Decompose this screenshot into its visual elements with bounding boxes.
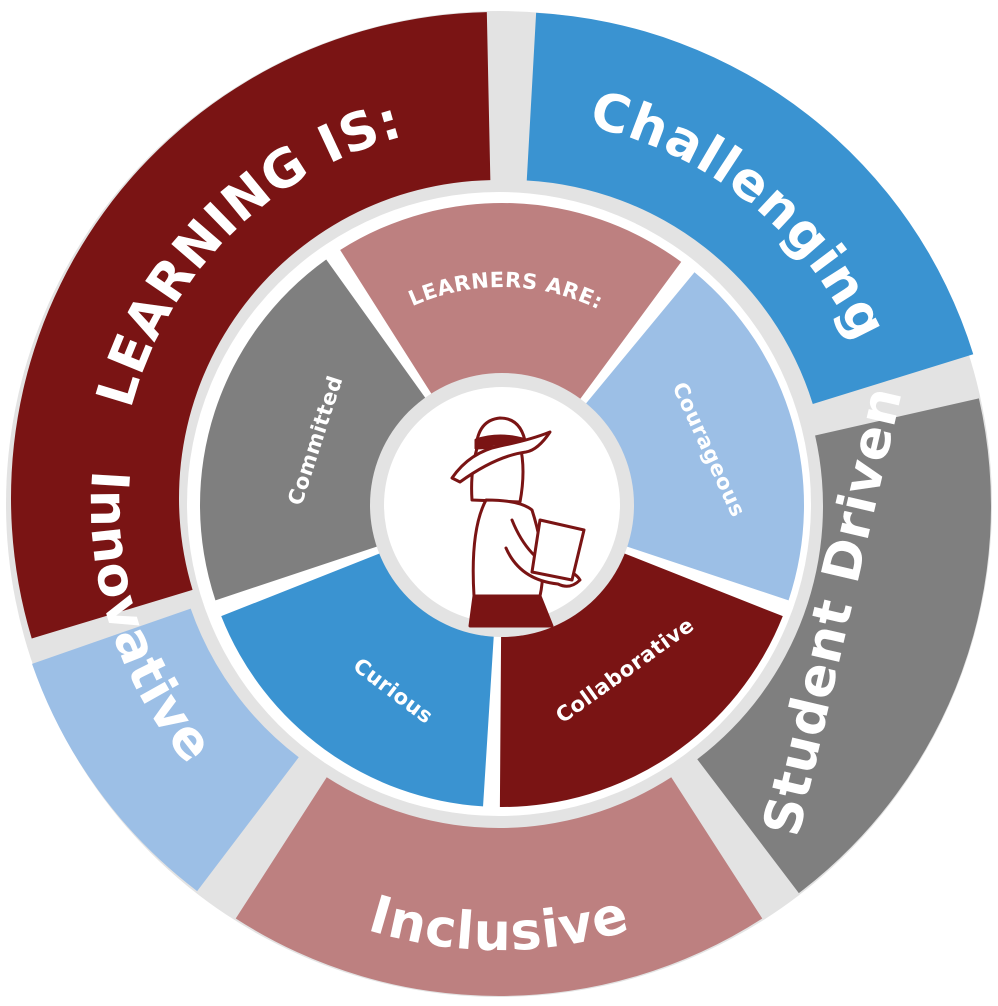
student-with-hat-icon	[450, 416, 586, 628]
outer-segment-inclusive	[235, 777, 763, 996]
outer-ring	[10, 12, 992, 996]
outer-segment-innovative	[32, 608, 299, 892]
outer-segment-student-driven	[697, 398, 992, 894]
inner-segment-curious	[221, 552, 494, 807]
outer-segment-learning-is	[10, 12, 491, 639]
outer-segment-challenging	[526, 12, 974, 404]
inner-segment-courageous	[583, 272, 805, 601]
inner-segment-learners-are	[340, 203, 682, 402]
